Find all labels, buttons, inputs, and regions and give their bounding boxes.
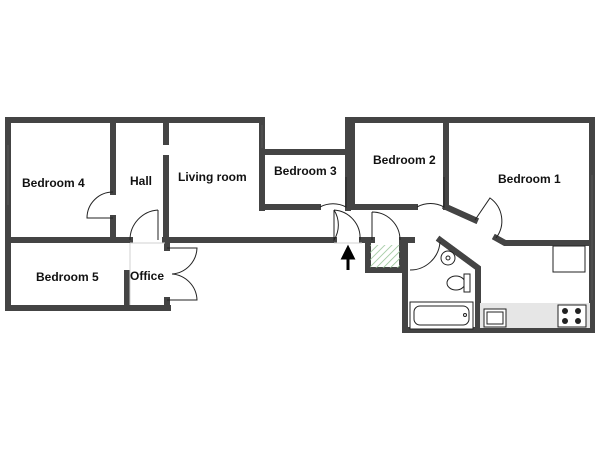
- kitchen-sink-icon: [483, 308, 507, 328]
- label-bedroom5: Bedroom 5: [36, 270, 99, 284]
- windows: [7, 125, 593, 300]
- toilet-icon: [446, 273, 471, 293]
- bathtub-icon: [409, 301, 474, 330]
- label-office: Office: [130, 269, 164, 283]
- label-bedroom2: Bedroom 2: [373, 153, 436, 167]
- label-living-room: Living room: [178, 170, 247, 184]
- label-hall: Hall: [130, 174, 152, 188]
- stove-icon: [557, 304, 587, 328]
- doors: [86, 177, 503, 305]
- closet: [370, 245, 400, 268]
- walls: [5, 117, 595, 333]
- fixtures: [340, 244, 590, 330]
- label-bedroom4: Bedroom 4: [22, 176, 85, 190]
- label-bedroom3: Bedroom 3: [274, 164, 337, 178]
- sink-icon: [440, 250, 456, 266]
- fridge-icon: [552, 245, 586, 273]
- label-bedroom1: Bedroom 1: [498, 172, 561, 186]
- entrance-arrow-icon: [340, 244, 356, 270]
- room-labels: Bedroom 4 Hall Living room Bedroom 3 Bed…: [22, 153, 561, 284]
